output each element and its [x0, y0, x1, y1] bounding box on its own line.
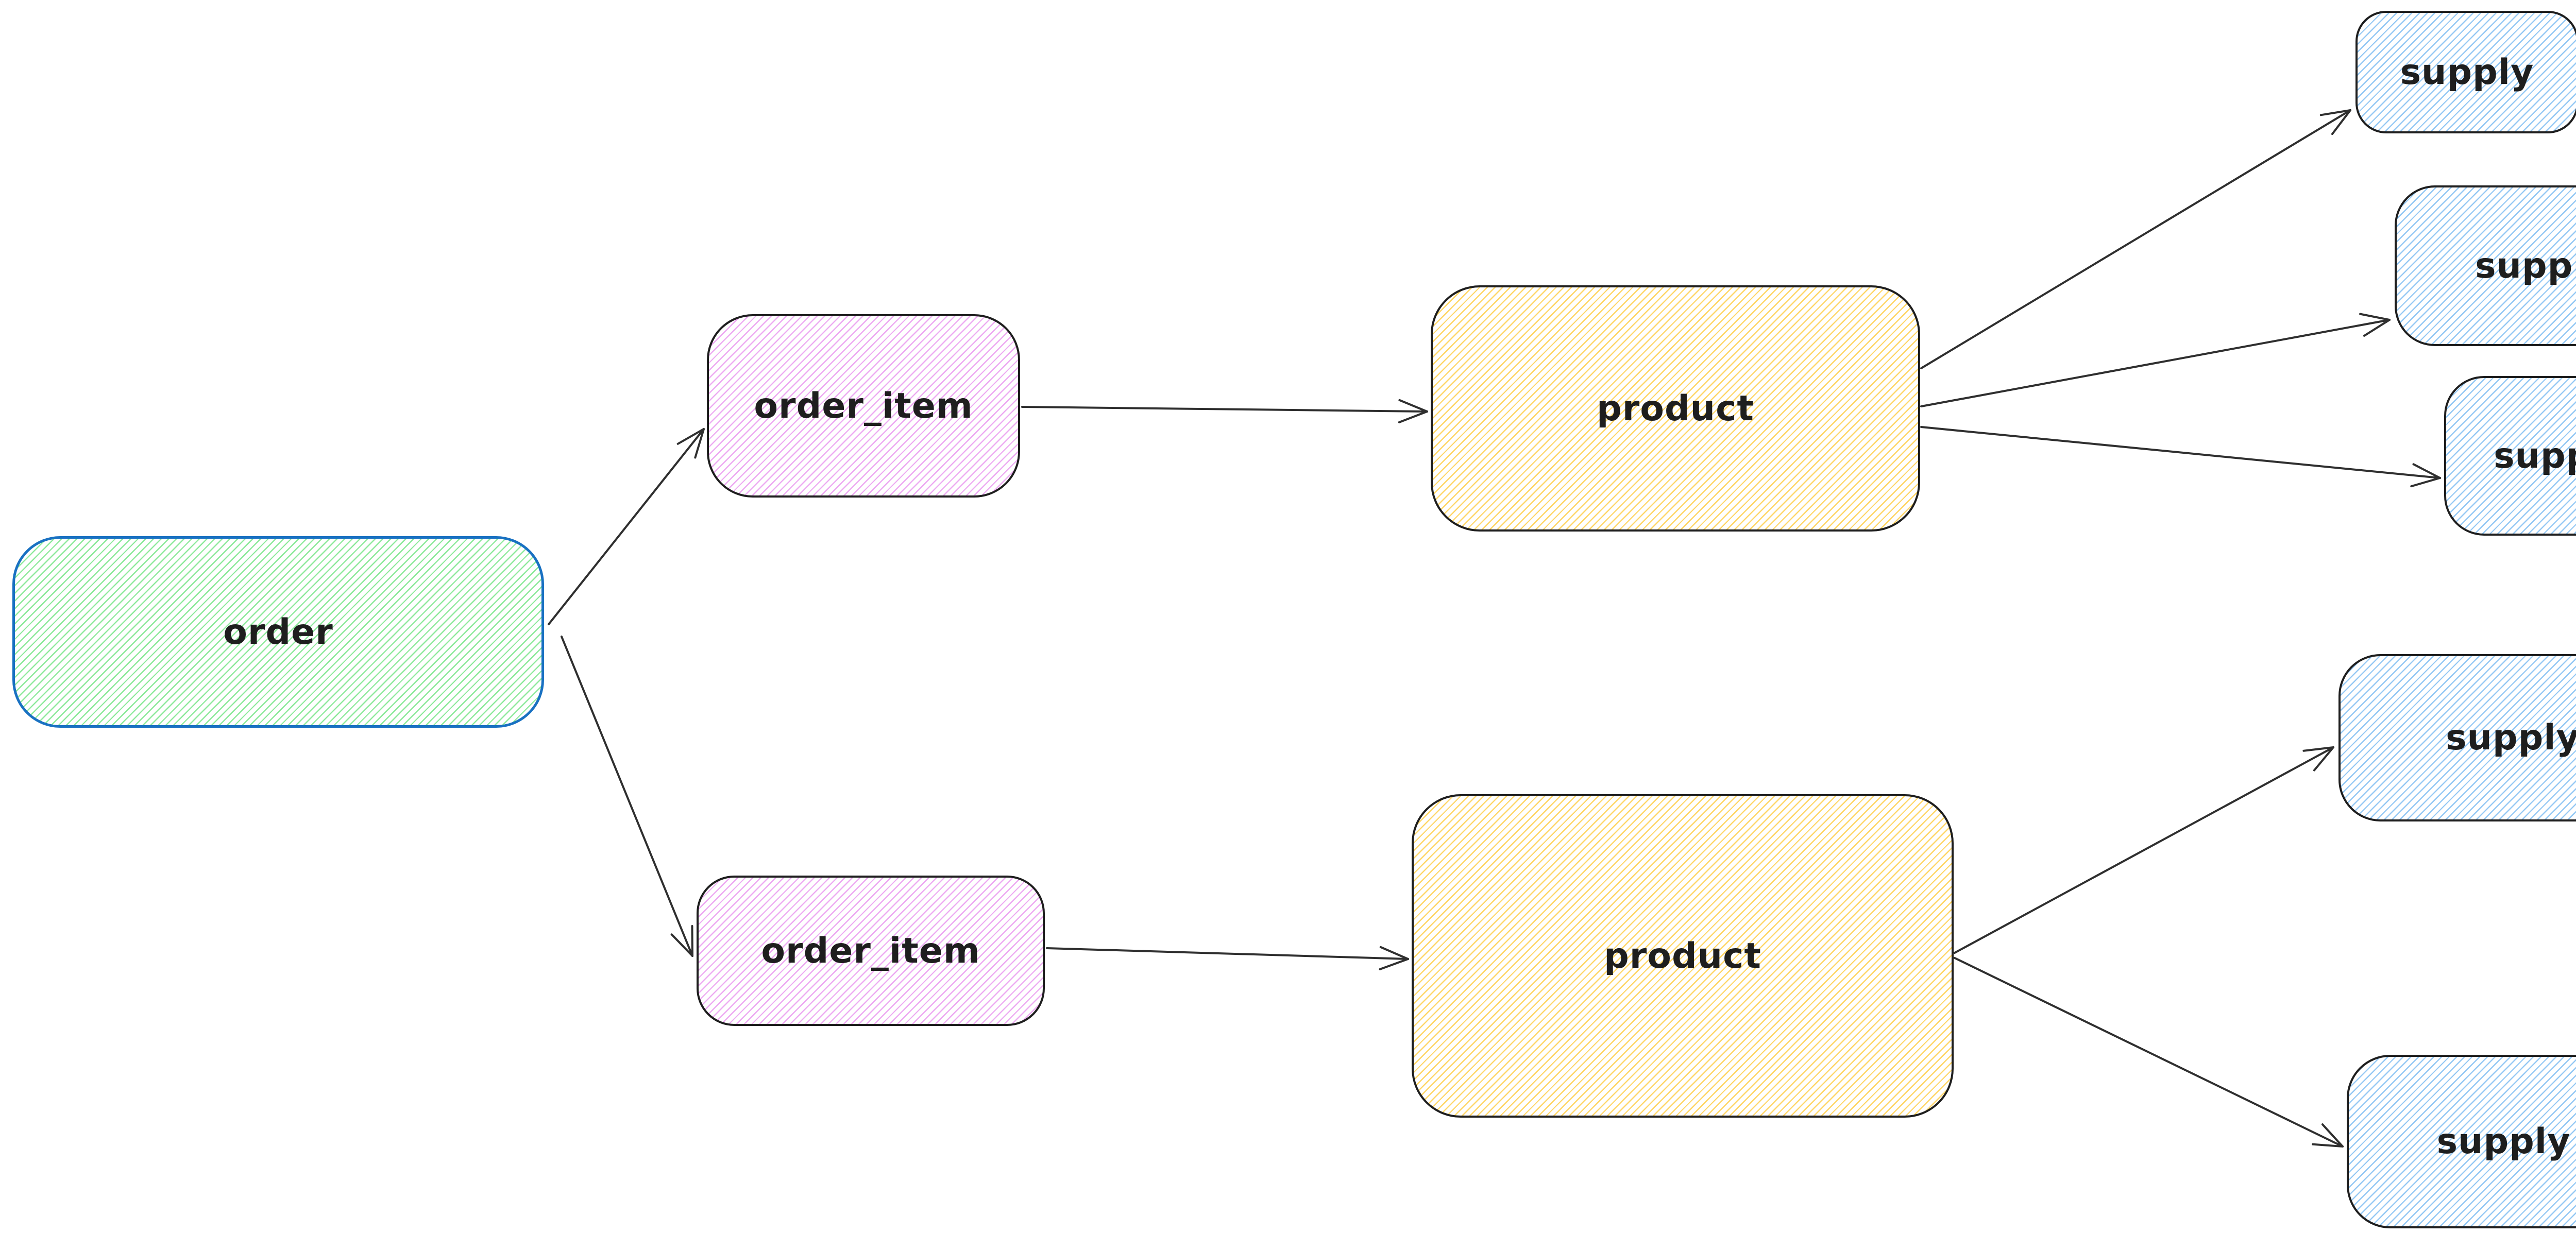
node-label: supply	[2436, 1121, 2571, 1162]
node-label: product	[1597, 388, 1754, 429]
node-order[interactable]: order	[12, 536, 544, 728]
node-supply-5[interactable]: supply	[2347, 1055, 2576, 1228]
node-order-item-bottom[interactable]: order_item	[697, 876, 1045, 1026]
node-label: product	[1604, 935, 1761, 977]
node-label: supply	[2446, 717, 2576, 758]
arrow-product-top-to-supply-3[interactable]	[1920, 426, 2441, 488]
arrow-product-top-to-supply-2[interactable]	[1920, 313, 2391, 407]
node-supply-3[interactable]: supply	[2444, 376, 2576, 536]
node-label: order_item	[761, 930, 980, 971]
node-product-top[interactable]: product	[1431, 285, 1920, 532]
node-label: order	[223, 611, 333, 653]
arrow-product-bottom-to-supply-4[interactable]	[1954, 746, 2334, 954]
node-supply-1[interactable]: supply	[2355, 11, 2576, 133]
arrow-order-to-order-item-top[interactable]	[548, 428, 705, 625]
arrow-order-to-order-item-bottom[interactable]	[561, 636, 693, 957]
node-label: supply	[2475, 245, 2576, 286]
node-order-item-top[interactable]: order_item	[707, 314, 1020, 498]
arrow-order-item-top-to-product-top[interactable]	[1021, 399, 1428, 423]
node-label: supply	[2494, 435, 2576, 476]
node-label: order_item	[754, 385, 973, 426]
node-supply-4[interactable]: supply	[2338, 654, 2576, 821]
arrow-order-item-bottom-to-product-bottom[interactable]	[1046, 946, 1409, 970]
node-label: supply	[2400, 52, 2534, 93]
arrow-product-top-to-supply-1[interactable]	[1920, 109, 2351, 369]
node-supply-2[interactable]: supply	[2395, 185, 2576, 346]
arrow-product-bottom-to-supply-5[interactable]	[1954, 957, 2344, 1148]
node-product-bottom[interactable]: product	[1412, 794, 1954, 1118]
